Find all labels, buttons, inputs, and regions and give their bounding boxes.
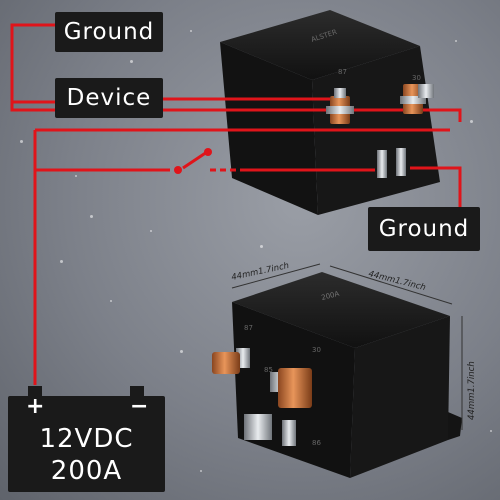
relay-top-pin-30: 30 xyxy=(412,74,421,82)
relay-bottom-spade-85 xyxy=(244,414,272,440)
battery-positive-terminal xyxy=(28,386,42,398)
dimension-width-right: 44mm1.7inch xyxy=(367,269,426,293)
relay-top-studs xyxy=(326,84,434,124)
dimension-height: 44mm1.7inch xyxy=(467,361,477,420)
relay-bottom: 200A 87 30 86 85 xyxy=(212,272,462,478)
switch-pivot xyxy=(174,166,182,174)
ground-label-right: Ground xyxy=(368,207,480,251)
relay-bottom-pin-87: 87 xyxy=(244,324,253,332)
battery-current: 200A xyxy=(50,456,123,486)
switch-contact xyxy=(204,148,212,156)
battery-plus-sign: + xyxy=(26,394,45,419)
relay-bottom-pin-30: 30 xyxy=(312,346,321,354)
wires xyxy=(10,23,462,385)
device-label: Device xyxy=(55,78,163,118)
battery: + − 12VDC 200A xyxy=(8,394,165,492)
dimension-lines xyxy=(231,263,463,430)
relay-top-spade-85 xyxy=(377,150,387,178)
relay-bottom-pin-85: 85 xyxy=(264,366,273,374)
relay-bottom-stud-87 xyxy=(212,352,240,374)
relay-bottom-stud-30 xyxy=(278,368,312,408)
battery-negative-terminal xyxy=(130,386,144,398)
ground-label-top: Ground xyxy=(55,12,163,52)
relay-bottom-spade-86 xyxy=(282,420,296,446)
battery-minus-sign: − xyxy=(130,394,149,419)
relay-top-spade-86 xyxy=(396,148,406,176)
relay-top-pin-87: 87 xyxy=(338,68,347,76)
relay-bottom-pin-86: 86 xyxy=(312,439,321,447)
battery-voltage: 12VDC xyxy=(39,424,134,454)
dimension-width-left: 44mm1.7inch xyxy=(231,261,290,283)
